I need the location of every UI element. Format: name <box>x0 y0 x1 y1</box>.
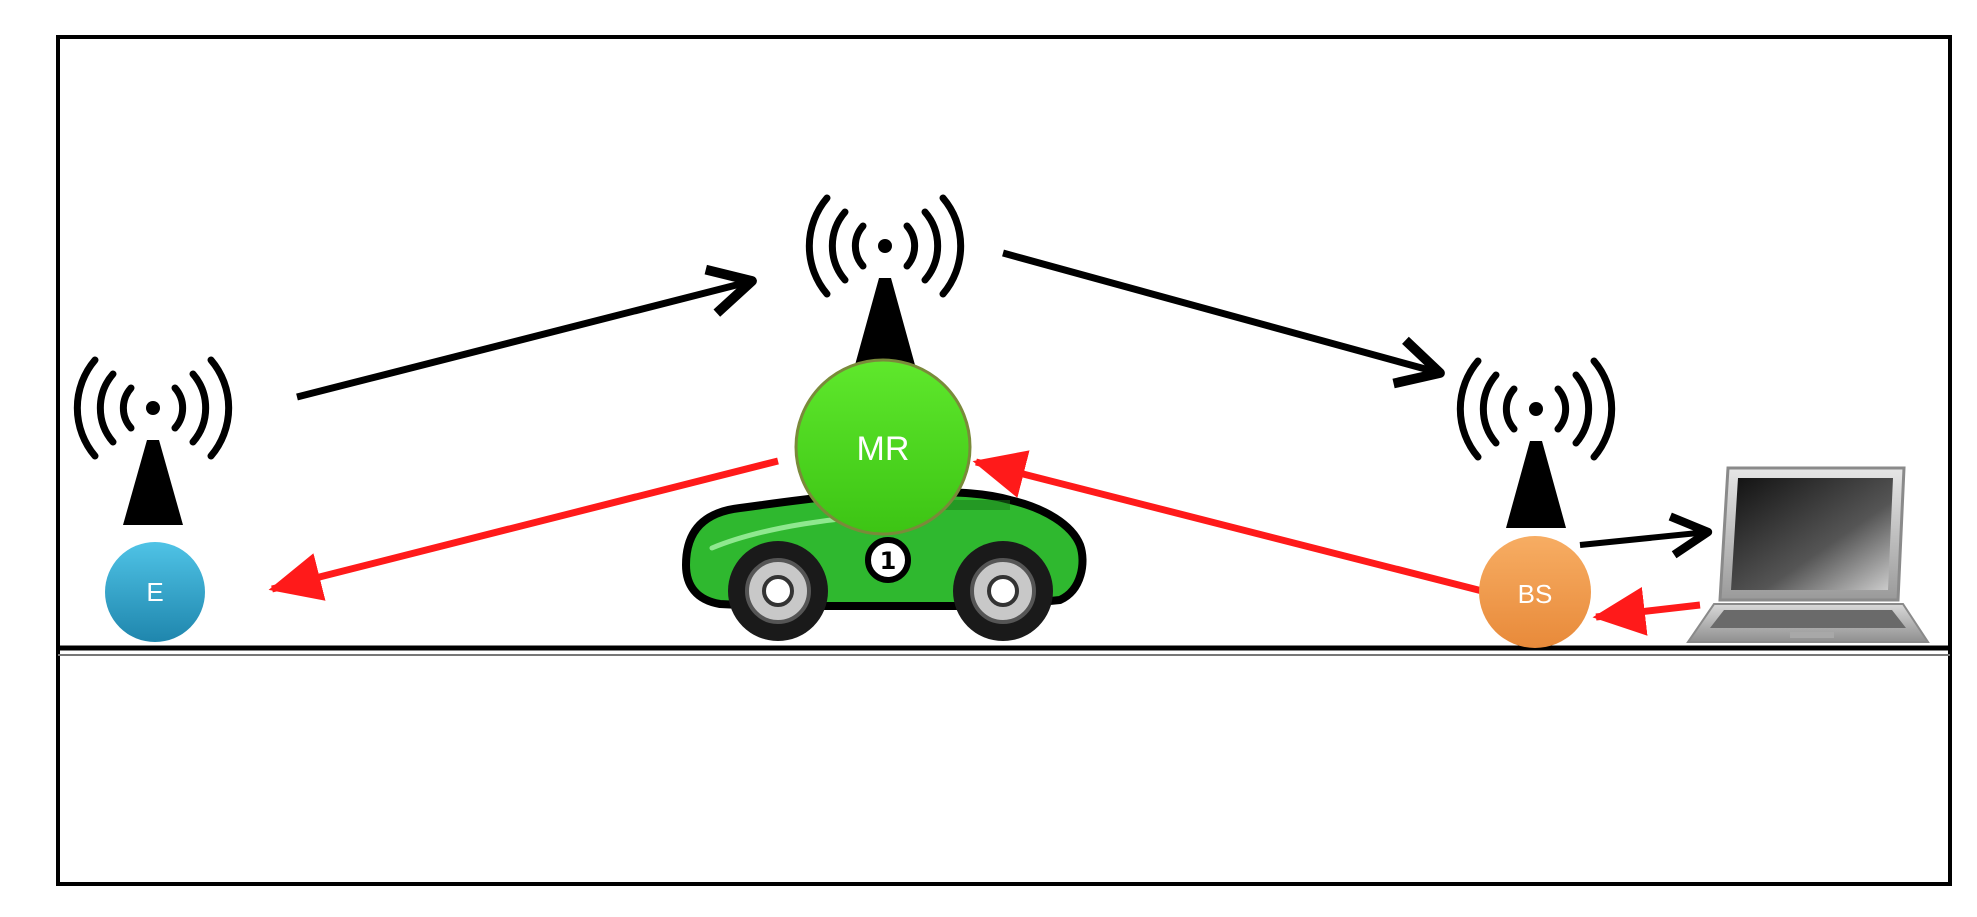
mobile-relay-node: MR <box>794 194 972 536</box>
laptop-icon <box>1686 466 1930 643</box>
arrow-mr-to-bs <box>1002 249 1445 389</box>
base-station-circle <box>1479 536 1591 648</box>
arrow-bs-to-mr <box>972 450 1491 597</box>
arrow-laptop-to-bs <box>1592 587 1701 636</box>
mobile-relay-circle <box>794 358 972 536</box>
diagram-frame <box>56 35 1952 886</box>
arrow-mr-to-e <box>268 457 779 601</box>
car-wheel-front <box>728 541 828 641</box>
car-icon: 1 <box>682 488 1087 641</box>
mobile-relay-label: MR <box>857 430 910 468</box>
arrow-e-to-mr <box>296 264 757 401</box>
end-node-label: E <box>146 577 163 607</box>
base-station-node: BS <box>1456 357 1616 648</box>
broadcast-antenna-icon <box>805 194 965 365</box>
end-node-circle <box>105 542 205 642</box>
broadcast-antenna-icon <box>73 356 233 525</box>
broadcast-antenna-icon <box>1456 357 1616 528</box>
car-wheel-rear <box>953 541 1053 641</box>
car-number-badge <box>865 537 911 583</box>
end-node: E <box>73 356 233 642</box>
arrow-bs-to-laptop <box>1579 512 1713 559</box>
car-number: 1 <box>880 547 897 575</box>
base-station-label: BS <box>1518 579 1553 609</box>
